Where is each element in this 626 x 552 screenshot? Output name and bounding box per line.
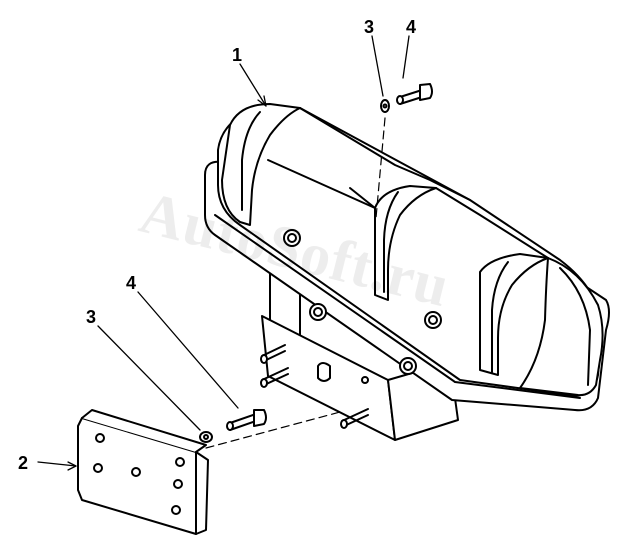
leader-lines: [37, 35, 410, 471]
assembly-lines: [205, 117, 386, 449]
mounting-plate: [77, 409, 209, 535]
callout-washer-top: 3: [364, 17, 375, 37]
callout-bolt-top: 4: [406, 17, 417, 37]
callout-part-2: 2: [18, 453, 29, 473]
callout-part-1: 1: [232, 45, 243, 65]
callout-washer-left: 3: [86, 307, 97, 327]
lower-fasteners: [199, 409, 267, 443]
callout-bolt-left: 4: [126, 273, 137, 293]
lamp-housing: [204, 103, 610, 412]
upper-fasteners: [380, 83, 433, 113]
